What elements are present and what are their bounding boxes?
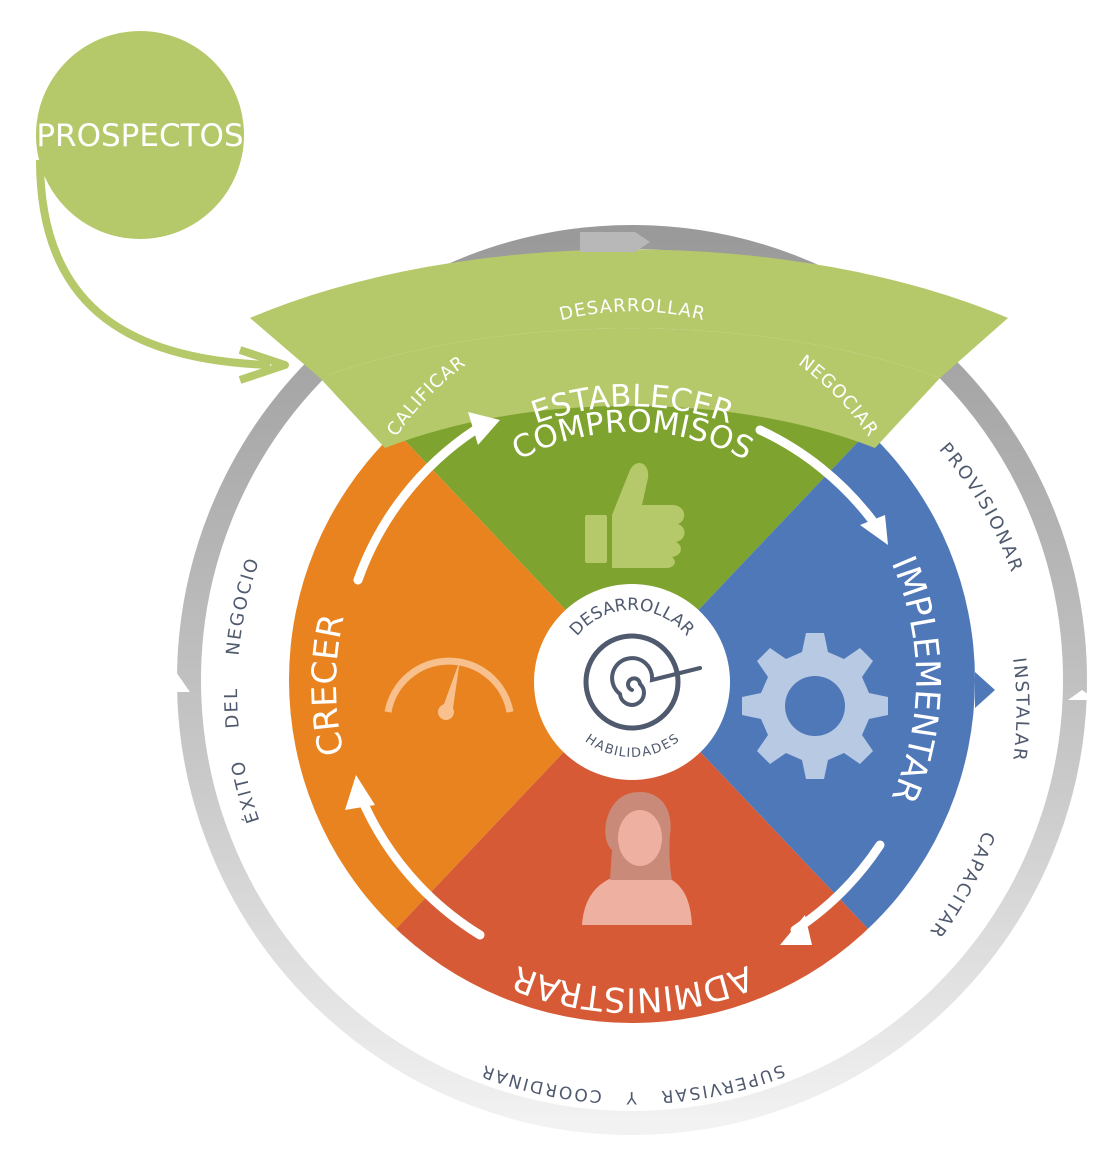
person-icon <box>582 791 692 925</box>
prospects-label: PROSPECTOS <box>36 118 243 154</box>
gauge-icon <box>384 657 514 720</box>
arrow-head-bottom <box>780 915 812 945</box>
arrow-head-top <box>468 412 500 445</box>
cycle-arrowheads <box>345 412 888 945</box>
center-emblem <box>534 584 730 780</box>
clients-label: CLIENTES <box>578 177 692 205</box>
outer-label-instalar: INSTALAR <box>1008 656 1033 763</box>
spiral-icon <box>610 656 702 707</box>
arrow-head-left <box>345 775 375 810</box>
cycle-arrows <box>353 425 885 940</box>
quadrant-left <box>289 337 632 1023</box>
prospects-node <box>36 31 289 384</box>
arrow-head-right <box>860 515 888 545</box>
gear-icon <box>742 633 888 779</box>
thumbs-up-icon <box>585 463 685 568</box>
